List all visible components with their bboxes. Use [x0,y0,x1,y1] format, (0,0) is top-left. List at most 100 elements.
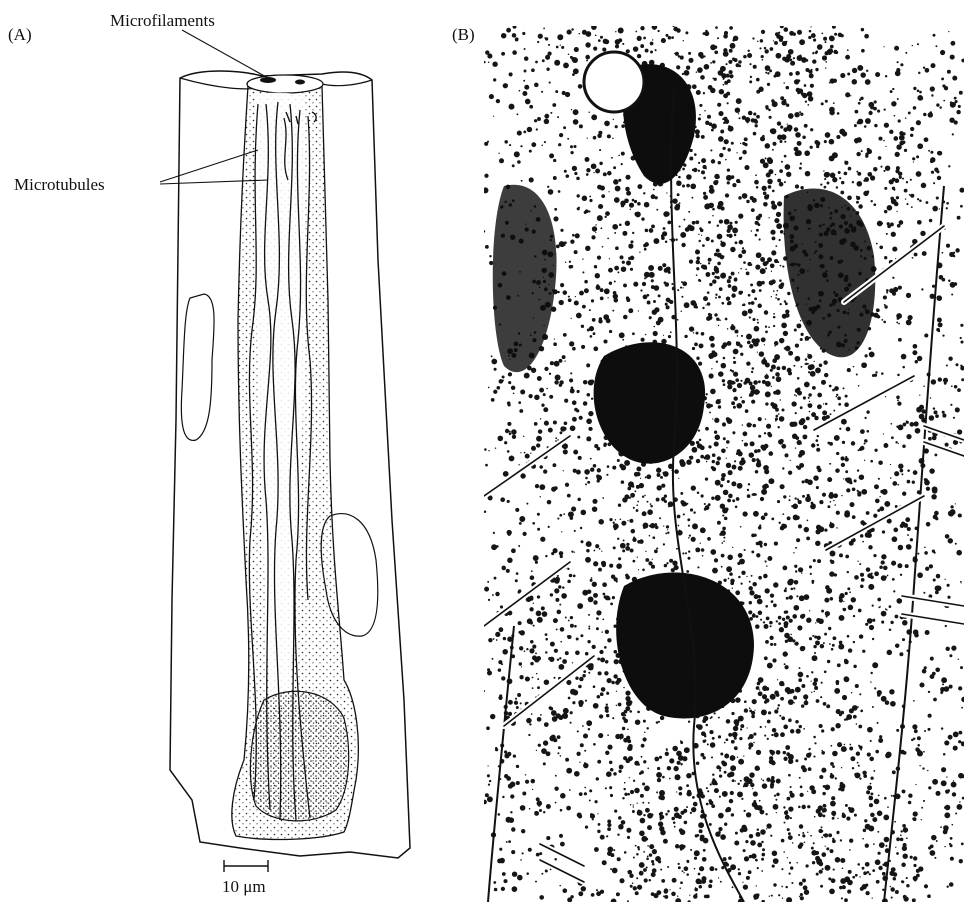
speckle-dot [764,735,766,737]
speckle-dot [874,449,877,452]
speckle-dot [813,559,816,562]
speckle-dot [585,477,588,480]
speckle-dot [896,598,902,604]
speckle-dot [653,331,658,336]
speckle-dot [496,386,500,390]
speckle-dot [569,261,571,263]
speckle-dot [574,300,579,305]
speckle-dot [650,523,655,528]
speckle-dot [666,34,669,37]
speckle-dot [870,740,872,742]
speckle-dot [645,277,647,279]
speckle-dot [615,680,620,685]
speckle-dot [491,544,497,550]
speckle-dot [790,689,795,694]
speckle-dot [959,91,963,95]
speckle-dot [948,511,953,516]
speckle-dot [674,826,676,828]
speckle-dot [829,36,835,42]
speckle-dot [870,777,873,780]
speckle-dot [536,443,540,447]
speckle-dot [817,435,819,437]
speckle-dot [619,765,624,770]
speckle-dot [794,112,799,117]
speckle-dot [668,299,672,303]
speckle-dot [807,353,808,354]
speckle-dot [758,526,762,530]
speckle-dot [637,202,641,206]
speckle-dot [782,897,783,898]
speckle-dot [682,168,685,171]
speckle-dot [731,740,735,744]
speckle-dot [895,71,901,77]
speckle-dot [860,710,863,713]
speckle-dot [748,302,751,305]
speckle-dot [773,604,777,608]
speckle-dot [602,246,604,248]
speckle-dot [784,665,788,669]
speckle-dot [585,42,590,47]
speckle-dot [831,648,834,651]
speckle-dot [880,166,882,168]
speckle-dot [676,791,677,792]
speckle-dot [825,61,827,63]
speckle-dot [849,591,851,593]
speckle-dot [596,284,599,287]
speckle-dot [874,571,879,576]
speckle-dot [870,460,873,463]
speckle-dot [498,668,502,672]
speckle-dot [911,206,913,208]
speckle-dot [747,494,751,498]
speckle-dot [643,760,646,763]
speckle-dot [643,720,646,723]
speckle-dot [936,103,939,106]
speckle-dot [575,233,580,238]
speckle-dot [881,319,883,321]
speckle-dot [707,302,711,306]
speckle-dot [743,785,745,787]
speckle-dot [914,253,918,257]
speckle-dot [544,119,550,125]
speckle-dot [811,671,813,673]
speckle-dot [804,84,807,87]
speckle-dot [607,823,611,827]
speckle-dot [847,73,850,76]
speckle-dot [890,701,896,707]
speckle-dot [719,220,723,224]
speckle-dot [593,593,598,598]
speckle-dot [570,689,576,695]
speckle-dot [558,585,561,588]
speckle-dot [493,532,495,534]
speckle-dot [759,354,761,356]
speckle-dot [830,413,832,415]
speckle-dot [542,611,548,617]
speckle-dot [720,881,722,883]
speckle-dot [883,140,885,142]
speckle-dot [734,737,737,740]
speckle-dot [922,98,924,100]
speckle-dot [817,559,821,563]
speckle-dot [625,175,630,180]
speckle-dot [532,677,534,679]
speckle-dot [879,565,883,569]
speckle-dot [886,289,889,292]
speckle-dot [672,878,677,883]
speckle-dot [830,597,834,601]
speckle-dot [771,776,775,780]
speckle-dot [687,557,690,560]
speckle-dot [879,842,885,848]
speckle-dot [598,131,602,135]
speckle-dot [770,128,776,134]
speckle-dot [853,665,856,668]
speckle-dot [562,888,567,893]
speckle-dot [830,801,836,807]
speckle-dot [627,746,632,751]
speckle-dot [544,722,549,727]
speckle-dot [756,229,759,232]
speckle-dot [778,704,780,706]
speckle-dot [955,248,959,252]
speckle-dot [559,604,561,606]
speckle-dot [801,805,805,809]
speckle-dot [727,102,729,104]
speckle-dot [852,876,855,879]
